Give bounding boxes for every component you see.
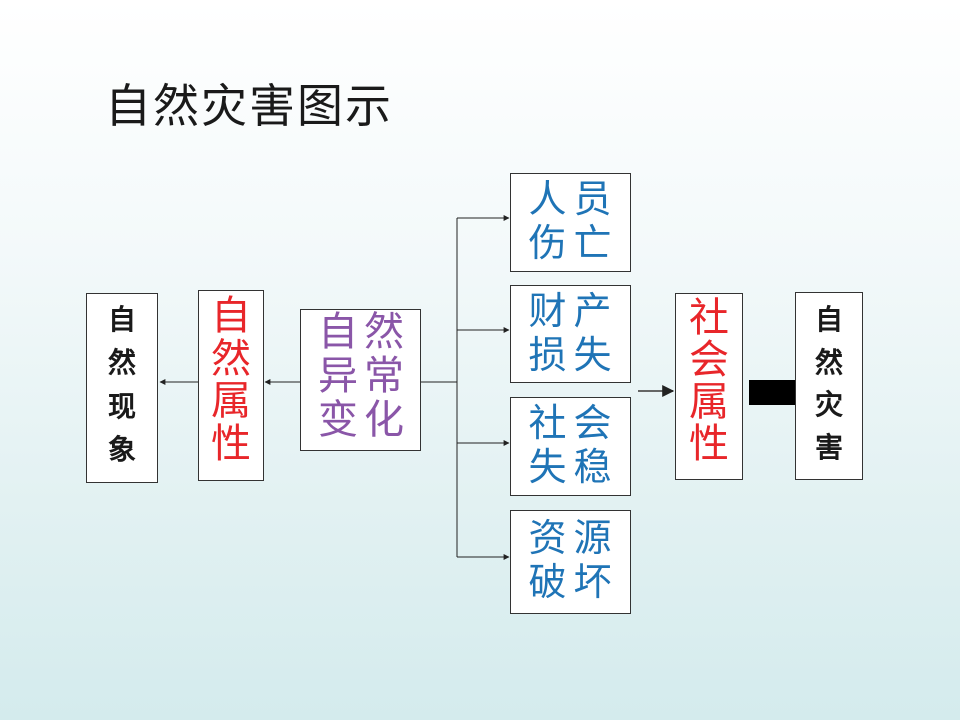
property-loss-box	[510, 285, 631, 383]
social-attribute-label: 社 会 属 性	[689, 295, 729, 467]
natural-attribute-label: 自 然 属 性	[211, 293, 251, 467]
casualties-label: 人 员 伤 亡	[528, 177, 612, 265]
social-instability-box	[510, 397, 631, 496]
natural-abnormal-box	[300, 309, 421, 451]
social-instability-label: 社 会 失 稳	[528, 401, 612, 489]
natural-phenomenon-label: 自 然 现 象	[107, 303, 136, 466]
natural-attribute-box	[198, 290, 264, 481]
natural-disaster-label: 自 然 灾 害	[814, 303, 843, 464]
page-title: 自然灾害图示	[105, 79, 393, 133]
resource-damage-label: 资 源 破 坏	[528, 516, 612, 604]
natural-disaster-box	[795, 292, 863, 480]
connector-block	[749, 380, 803, 405]
casualties-box	[510, 173, 631, 272]
social-attribute-box	[675, 293, 743, 480]
resource-damage-box	[510, 510, 631, 614]
natural-phenomenon-box	[86, 293, 158, 483]
natural-abnormal-label: 自 然 异 常 变 化	[318, 309, 404, 443]
property-loss-label: 财 产 损 失	[528, 289, 612, 377]
